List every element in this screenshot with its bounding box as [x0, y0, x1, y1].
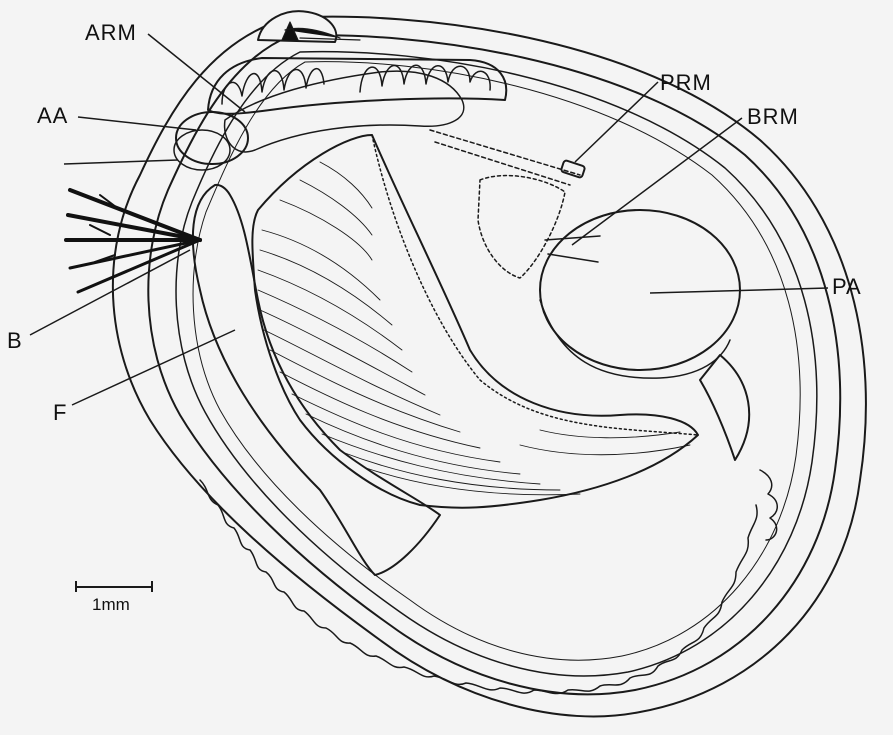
leader-line-aa	[78, 117, 196, 130]
byssus-threads	[66, 190, 200, 292]
label-aa: AA	[37, 105, 68, 127]
label-f: F	[53, 402, 67, 424]
label-prm: PRM	[660, 72, 712, 94]
label-pa: PA	[832, 276, 862, 298]
leader-line-unlabeled	[64, 160, 178, 164]
leader-line-prm	[575, 82, 658, 162]
label-arm: ARM	[85, 22, 137, 44]
posterior-adductor-rim	[540, 300, 730, 378]
posterior-retractor-strip	[430, 130, 580, 185]
label-brm: BRM	[747, 106, 799, 128]
digestive-gland	[478, 176, 565, 278]
gill-axis	[372, 135, 698, 435]
leader-line-b	[30, 250, 190, 335]
leader-line-brm	[572, 118, 742, 245]
exhalent-siphon	[700, 355, 749, 460]
ventral-crenulated-margin	[200, 480, 757, 694]
label-b: B	[7, 330, 23, 352]
posterior-adductor	[540, 210, 740, 370]
shell-margin-line	[193, 62, 800, 660]
scale-bar-label: 1mm	[92, 596, 130, 613]
shell-margin-line	[148, 35, 840, 694]
scale-bar	[76, 581, 152, 592]
posterior-retractor-muscle	[561, 160, 586, 178]
